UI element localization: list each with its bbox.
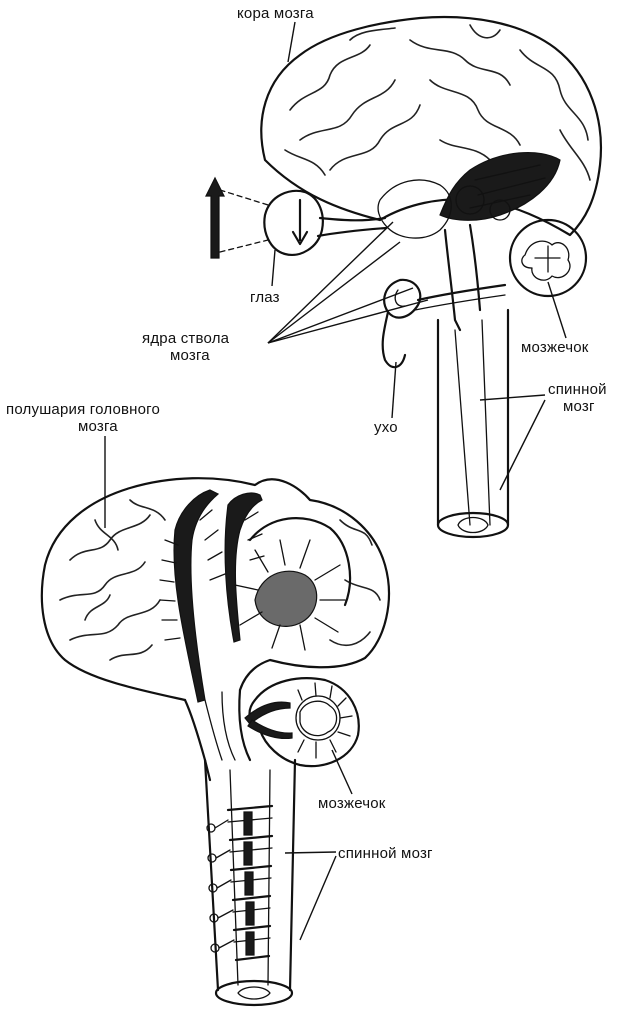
leader-ear bbox=[391, 361, 397, 419]
leader-brainstem-nuclei bbox=[267, 221, 429, 344]
label-spinal-top-2: мозг bbox=[563, 398, 595, 415]
label-ear: ухо bbox=[374, 419, 398, 436]
top-cortex-outline bbox=[260, 15, 602, 237]
leader-cortex bbox=[287, 21, 296, 63]
top-eye bbox=[263, 189, 324, 256]
label-cortex: кора мозга bbox=[237, 5, 314, 22]
top-brainstem bbox=[443, 228, 462, 332]
top-cortex-gyri bbox=[284, 24, 591, 186]
top-auditory-nerve bbox=[416, 283, 507, 302]
top-spinal-cord bbox=[436, 308, 510, 527]
label-brainstem-nuclei-2: мозга bbox=[170, 347, 210, 364]
bottom-descending-tract bbox=[173, 489, 220, 703]
label-cerebellum-bottom: мозжечок bbox=[318, 795, 386, 812]
label-brainstem-nuclei-1: ядра ствола bbox=[142, 330, 230, 347]
bottom-spinal-nerve-roots bbox=[206, 819, 235, 953]
top-brain-figure: кора мозга глаз ядра ствола мозга ухо мо… bbox=[142, 5, 607, 539]
object-up-arrow bbox=[205, 176, 225, 259]
bottom-brain-figure: полушария головного мозга мозжечок спинн… bbox=[6, 401, 433, 1007]
bottom-hemisphere-outline bbox=[40, 477, 391, 702]
label-spinal-top-1: спинной bbox=[548, 381, 607, 398]
top-cerebellum-folia bbox=[521, 240, 571, 281]
leader-cerebellum-bottom bbox=[331, 749, 353, 795]
label-hemispheres-2: мозга bbox=[78, 418, 118, 435]
leader-spinal-bottom bbox=[284, 851, 337, 941]
top-spinal-cord-end bbox=[436, 511, 510, 539]
top-thalamus bbox=[377, 179, 452, 239]
bottom-spinal-cord-end bbox=[214, 979, 294, 1007]
bottom-inner-arc bbox=[248, 517, 352, 607]
leader-eye bbox=[271, 249, 276, 287]
label-spinal-bottom: спинной мозг bbox=[338, 845, 433, 862]
bottom-cerebellum-folia bbox=[295, 682, 353, 759]
top-eye-dashed-lines bbox=[219, 189, 269, 253]
top-ear bbox=[383, 278, 422, 319]
bottom-cerebellar-peduncle bbox=[244, 701, 291, 725]
bottom-thalamus-nucleus bbox=[254, 570, 318, 627]
bottom-cerebellum bbox=[248, 677, 360, 768]
label-cerebellum-top: мозжечок bbox=[521, 339, 589, 356]
bottom-fiber-ticks bbox=[159, 509, 265, 641]
bottom-spinal-segments bbox=[226, 804, 274, 962]
label-eye: глаз bbox=[250, 289, 280, 306]
bottom-hemisphere-gyri bbox=[59, 499, 381, 661]
leader-cerebellum-top bbox=[547, 281, 567, 339]
top-eye-down-arrow bbox=[291, 198, 309, 246]
bottom-thalamus-radiation bbox=[234, 539, 346, 651]
top-midbrain-shading bbox=[439, 151, 561, 221]
leader-spinal-top bbox=[479, 394, 546, 491]
top-optic-nerve bbox=[318, 216, 387, 222]
label-hemispheres-1: полушария головного bbox=[6, 401, 160, 418]
top-cerebellum bbox=[508, 218, 588, 298]
